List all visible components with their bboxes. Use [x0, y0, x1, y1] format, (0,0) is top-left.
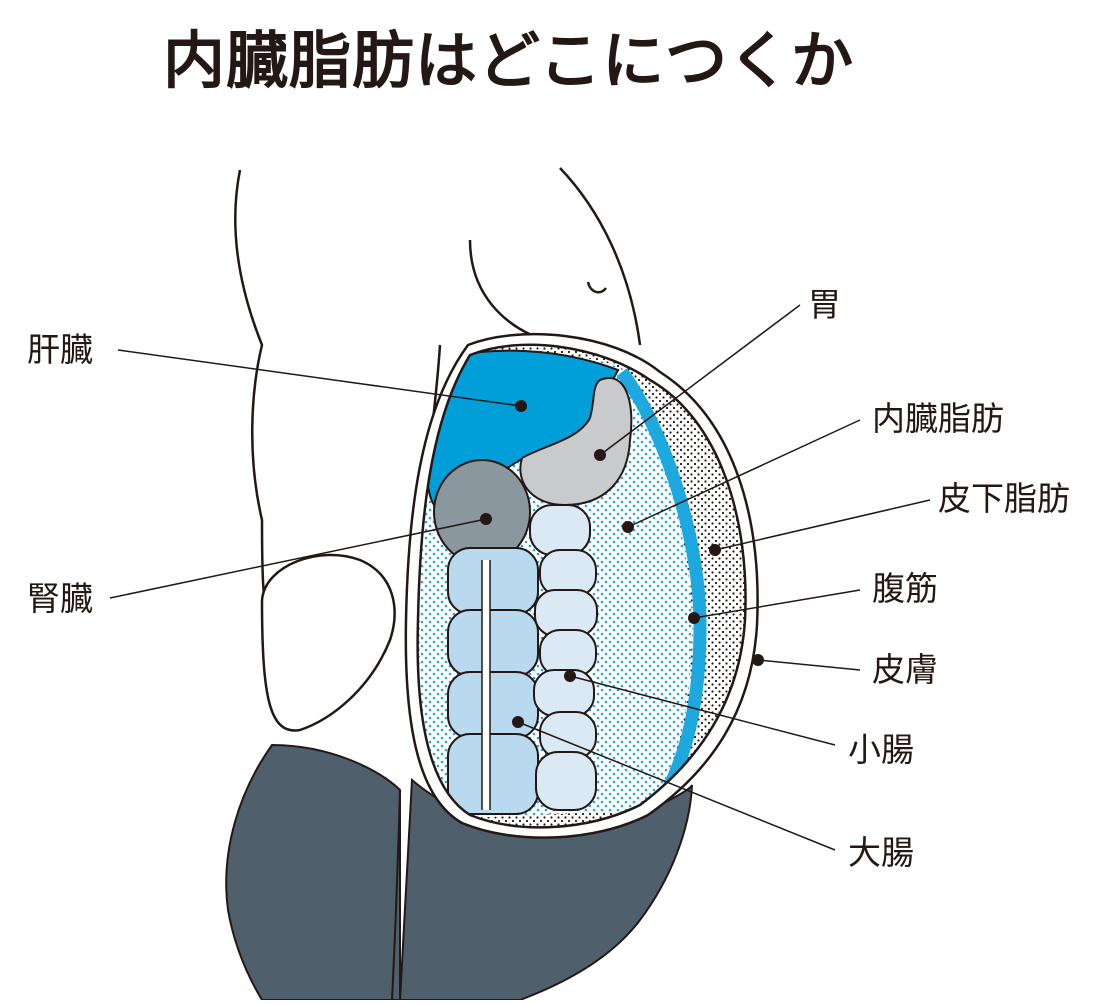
label-large-intestine: 大腸	[848, 836, 914, 869]
diagram-title: 内臓脂肪はどこにつくか	[163, 30, 854, 92]
label-liver: 肝臓	[27, 333, 93, 366]
forearm	[262, 555, 395, 731]
label-stomach: 胃	[808, 288, 841, 321]
label-small-intestine: 小腸	[848, 733, 914, 766]
label-skin: 皮膚	[872, 653, 938, 686]
label-subcutaneous-fat: 皮下脂肪	[938, 482, 1070, 515]
label-kidney: 腎臓	[27, 582, 93, 615]
large-intestine	[448, 548, 538, 814]
label-abdominal-muscle: 腹筋	[872, 572, 938, 605]
arm-outline	[235, 170, 270, 650]
label-visceral-fat: 内臓脂肪	[872, 402, 1004, 435]
pants-back	[226, 745, 400, 1000]
